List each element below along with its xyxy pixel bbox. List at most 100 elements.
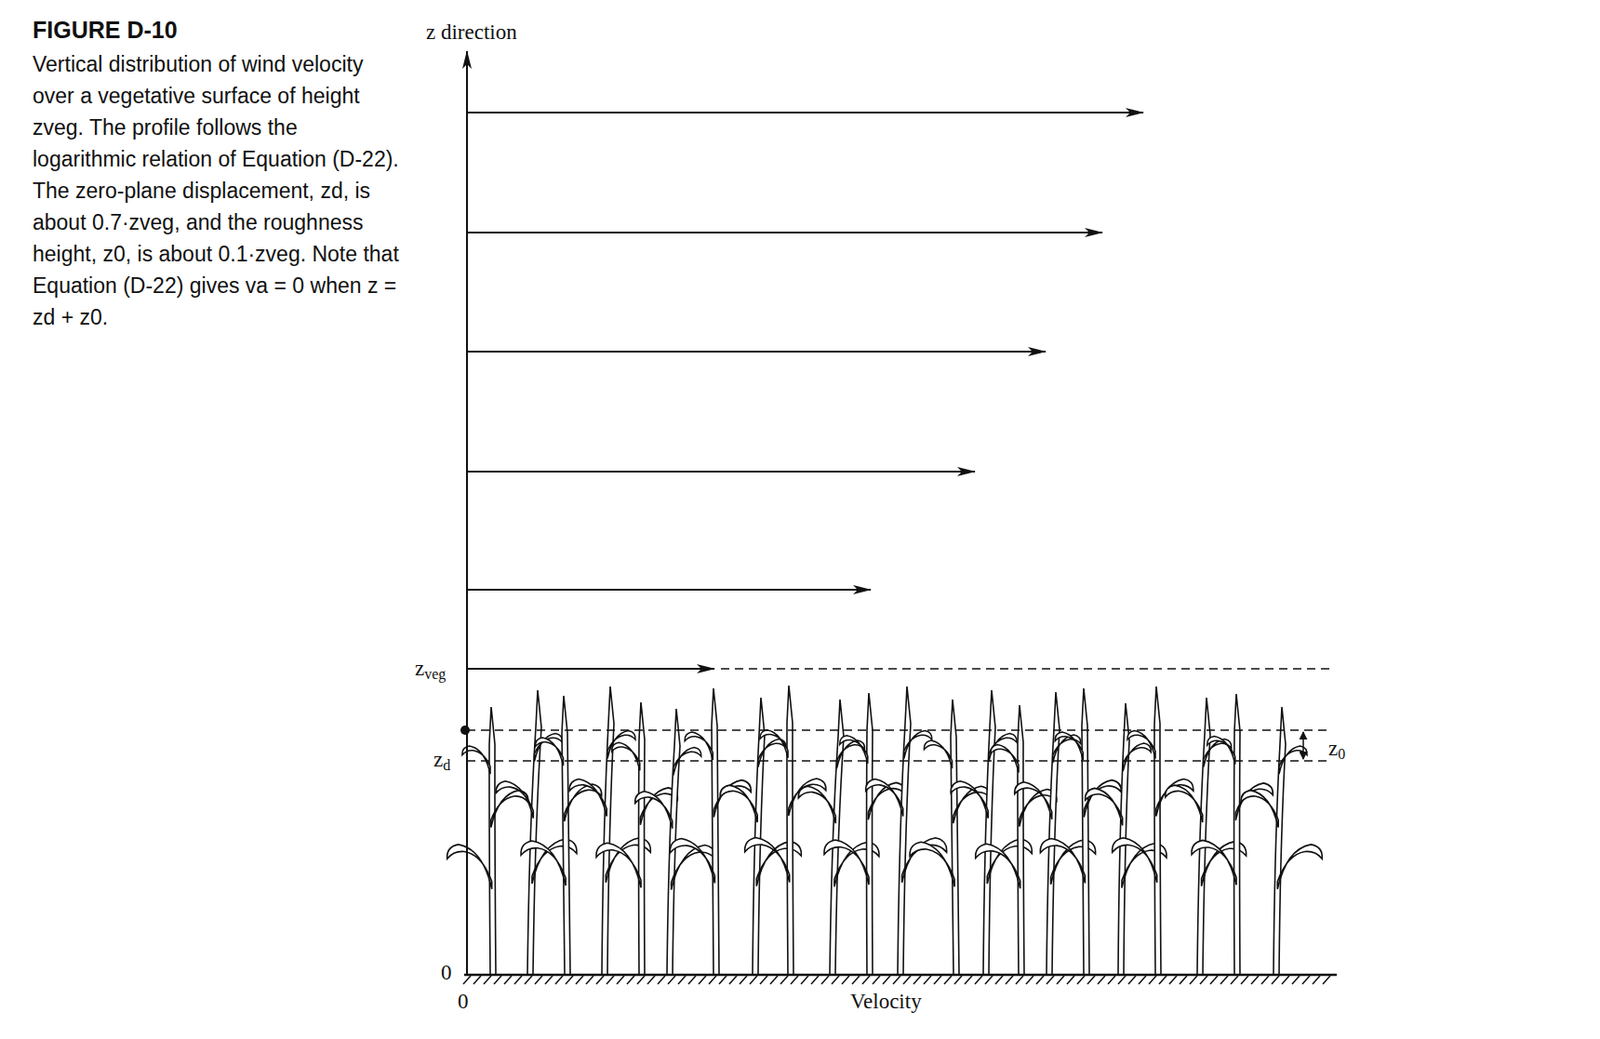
ground-hatch (596, 975, 604, 985)
velocity-arrows (466, 51, 1144, 975)
figure-title: FIGURE D-10 (32, 16, 178, 44)
plant-leaf (1277, 844, 1322, 890)
ground-hatch (1026, 975, 1034, 985)
plant-leaf (756, 841, 801, 887)
plant-leaf (1083, 780, 1121, 818)
ground-hatch (1179, 975, 1187, 985)
level-label: z0 (1328, 736, 1346, 761)
plant-stalk (786, 685, 794, 975)
plant-leaf (669, 838, 715, 883)
roughness-top-line (466, 729, 1327, 732)
plant-leaf (1165, 785, 1203, 823)
ground-hatch (1005, 975, 1014, 985)
plant-stalk (1273, 706, 1286, 975)
plant-leaf (520, 840, 566, 886)
ground-hatch (903, 975, 911, 985)
plant (975, 705, 1057, 975)
ground-hatch (493, 975, 502, 985)
plant-leaf (447, 844, 493, 890)
plant (669, 688, 751, 975)
ground-hatch (893, 975, 901, 985)
velocity-arrow (466, 588, 871, 591)
ground-hatch (1056, 975, 1065, 985)
ground-hatch (1302, 975, 1310, 985)
axis-origin: 0 (440, 960, 453, 986)
plant-leaf (909, 841, 955, 887)
plant (745, 685, 827, 975)
ground-hatch (647, 975, 655, 985)
axis-title: z direction (426, 20, 518, 45)
plant (520, 695, 602, 975)
plant-stalk (639, 702, 645, 975)
ground-hatch (862, 975, 870, 985)
plant (950, 690, 1032, 975)
plant-leaf (824, 840, 869, 885)
figure-caption: Vertical distribution of wind velocity o… (32, 48, 405, 334)
ground-hatch (1046, 975, 1054, 985)
ground-hatch (985, 975, 993, 985)
ground-hatch (933, 975, 942, 985)
plant-leaf (950, 781, 988, 819)
ground-hatch (463, 975, 471, 985)
ground-hatch (678, 975, 686, 985)
plant-leaf (1040, 838, 1085, 883)
ground-hatch (667, 975, 676, 985)
plant-leaf (495, 781, 534, 819)
ground-hatch (1261, 975, 1269, 985)
ground-hatch (760, 975, 768, 985)
plant-leaf (745, 837, 790, 882)
ground-hatch (1240, 975, 1249, 985)
ground-hatch (1230, 975, 1239, 985)
ground-hatch (1128, 975, 1136, 985)
ground-hatch (1189, 975, 1198, 985)
ground-hatch (811, 975, 819, 985)
plant-stalk (561, 695, 571, 975)
ground-hatch (923, 975, 932, 985)
ground-hatch (1322, 975, 1331, 985)
ground-hatch (534, 975, 543, 985)
reference-levels (460, 668, 1333, 761)
ground-hatch (637, 975, 645, 985)
plant-leaf (491, 790, 529, 828)
ground-hatch (913, 975, 921, 985)
plant (635, 708, 717, 975)
ground-hatch (616, 975, 625, 985)
plant-leaf (720, 785, 758, 823)
ground-hatch (524, 975, 533, 985)
ground-hatch (1220, 975, 1228, 985)
plant-leaf (534, 733, 563, 762)
ground-hatch (780, 975, 788, 985)
plant (596, 702, 678, 975)
ground-hatch (575, 975, 584, 985)
velocity-arrow (466, 667, 715, 670)
ground-hatch (565, 975, 574, 985)
ground-hatch (1077, 975, 1085, 985)
plant-leaf (760, 730, 788, 759)
ground-hatching (463, 974, 1337, 985)
axis-origin: 0 (457, 989, 469, 1014)
level-label: zveg (414, 656, 446, 681)
ground-line (464, 973, 1337, 977)
plant-leaf (1014, 782, 1053, 820)
plant-leaf (1191, 840, 1237, 885)
plant-leaf (990, 745, 1019, 774)
plant-leaf (1085, 787, 1123, 826)
plant-stalk (527, 690, 542, 975)
ground-hatch (1281, 975, 1290, 985)
ground-hatch (872, 975, 880, 985)
ground-hatch (974, 975, 983, 985)
plant-leaf (596, 842, 641, 888)
ground-hatch (1159, 975, 1167, 985)
plant (1191, 693, 1273, 975)
ground-hatch (1118, 975, 1126, 985)
plant-leaf (975, 843, 1021, 889)
ground-hatch (719, 975, 727, 985)
ground-hatch (790, 975, 799, 985)
ground-hatch (1148, 975, 1157, 985)
ground-hatch (1292, 975, 1300, 985)
ground-hatch (1066, 975, 1075, 985)
veg-height-line (720, 667, 1333, 670)
plant-leaf (866, 779, 904, 817)
ground-hatch (708, 975, 717, 985)
axis-title: Velocity (850, 989, 922, 1014)
